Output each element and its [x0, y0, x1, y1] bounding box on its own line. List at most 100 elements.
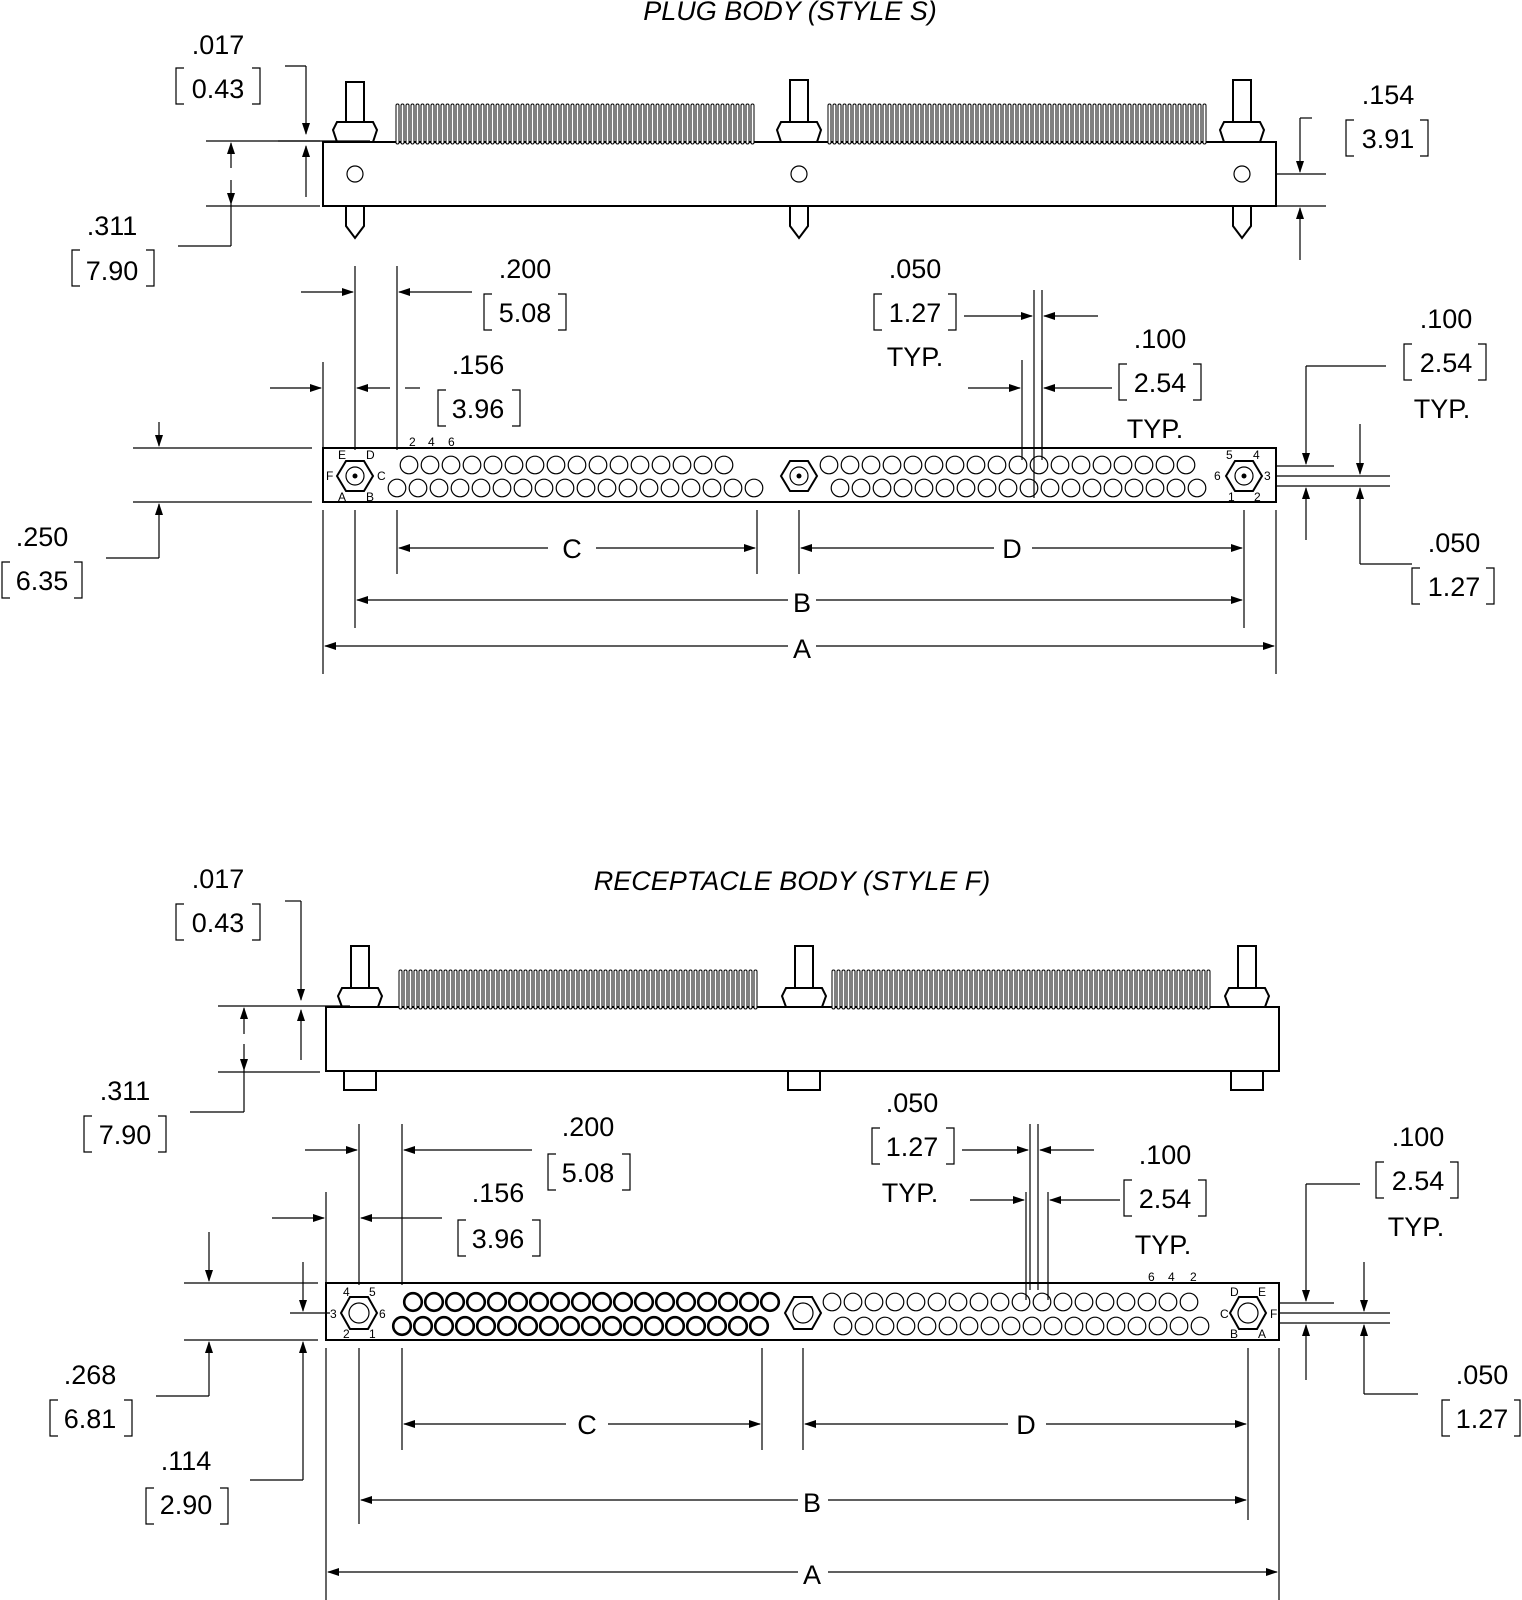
receptacle-dim-200-in: .200 — [562, 1112, 615, 1142]
contact-tooth — [996, 969, 1001, 1010]
receptacle-dim-100r-in: .100 — [1392, 1122, 1445, 1152]
plug-dim-156-in: .156 — [452, 350, 505, 380]
contact-hole — [471, 478, 491, 498]
contact-hole — [854, 1316, 874, 1336]
contact-tooth — [718, 969, 723, 1010]
contact-hole — [685, 1315, 707, 1337]
contact-tooth — [992, 103, 997, 145]
contact-hole — [1137, 1292, 1157, 1312]
contact-tooth — [653, 969, 658, 1010]
contact-tooth — [1182, 103, 1187, 145]
receptacle-dim-100r-mm: 2.54 — [1392, 1166, 1445, 1196]
contact-tooth — [907, 103, 912, 145]
contact-tooth — [926, 969, 931, 1010]
contact-tooth — [972, 103, 977, 145]
contact-tooth — [1086, 969, 1091, 1010]
contact-tooth — [453, 969, 458, 1010]
contact-hole — [1043, 1316, 1063, 1336]
contact-tooth — [837, 103, 842, 145]
contact-tooth — [892, 103, 897, 145]
contact-tooth — [575, 103, 580, 145]
receptacle-jackscrew-left — [336, 945, 384, 1091]
contact-tooth — [931, 969, 936, 1010]
contact-tooth — [1127, 103, 1132, 145]
contact-tooth — [438, 969, 443, 1010]
contact-tooth — [725, 103, 730, 145]
contact-tooth — [1071, 969, 1076, 1010]
contact-tooth — [1172, 103, 1177, 145]
contact-tooth — [723, 969, 728, 1010]
receptacle-dim-100-mm: 2.54 — [1139, 1184, 1192, 1214]
contact-tooth — [1046, 969, 1051, 1010]
contact-hole — [597, 478, 617, 498]
contact-tooth — [886, 969, 891, 1010]
contact-tooth — [1111, 969, 1116, 1010]
contact-hole — [1071, 455, 1091, 475]
contact-tooth — [618, 969, 623, 1010]
contact-hole — [450, 478, 470, 498]
contact-tooth — [1101, 969, 1106, 1010]
receptacle-dim-156: .156 3.96 — [272, 1178, 541, 1285]
contact-tooth — [603, 969, 608, 1010]
contact-tooth — [580, 103, 585, 145]
contact-tooth — [941, 969, 946, 1010]
contact-tooth — [530, 103, 535, 145]
receptacle-dim-268-mm: 6.81 — [64, 1404, 117, 1434]
contact-tooth — [867, 103, 872, 145]
contact-tooth — [1187, 103, 1192, 145]
receptacle-dim-200: .200 5.08 — [305, 1112, 631, 1285]
contact-tooth — [1121, 969, 1126, 1010]
contact-tooth — [901, 969, 906, 1010]
contact-tooth — [663, 969, 668, 1010]
contact-hole — [462, 455, 482, 475]
contact-tooth — [1107, 103, 1112, 145]
contact-tooth — [847, 103, 852, 145]
plug-dim-050-in: .050 — [889, 254, 942, 284]
contact-tooth — [937, 103, 942, 145]
contact-hole — [429, 478, 449, 498]
contact-tooth — [548, 969, 553, 1010]
contact-tooth — [598, 969, 603, 1010]
contact-tooth — [505, 103, 510, 145]
receptacle-contact-comb-left — [398, 969, 758, 1010]
contact-tooth — [1106, 969, 1111, 1010]
contact-tooth — [1126, 969, 1131, 1010]
contact-hole — [475, 1315, 497, 1337]
contact-tooth — [695, 103, 700, 145]
plug-jackscrew-center — [775, 79, 823, 240]
contact-hole — [507, 1291, 529, 1313]
contact-tooth — [1091, 969, 1096, 1010]
contact-tooth — [595, 103, 600, 145]
contact-tooth — [862, 103, 867, 145]
contact-tooth — [425, 103, 430, 145]
contact-hole — [987, 455, 1007, 475]
contact-tooth — [600, 103, 605, 145]
contact-hole — [851, 478, 871, 498]
contact-hole — [702, 478, 722, 498]
receptacle-dim-050-typ: .050 1.27 TYP. — [871, 1088, 1094, 1290]
contact-tooth — [513, 969, 518, 1010]
contact-tooth — [876, 969, 881, 1010]
contact-hole — [1187, 478, 1207, 498]
contact-tooth — [1006, 969, 1011, 1010]
contact-tooth — [852, 103, 857, 145]
contact-tooth — [650, 103, 655, 145]
contact-tooth — [473, 969, 478, 1010]
contact-tooth — [543, 969, 548, 1010]
receptacle-dim-156-mm: 3.96 — [472, 1224, 525, 1254]
contact-hole — [591, 1291, 613, 1313]
contact-hole — [1029, 455, 1049, 475]
plug-dim-156: .156 3.96 — [270, 350, 521, 450]
contact-tooth — [1082, 103, 1087, 145]
plug-dim-b: B — [793, 588, 811, 618]
contact-hole — [387, 478, 407, 498]
contact-tooth — [861, 969, 866, 1010]
contact-hole — [639, 478, 659, 498]
contact-tooth — [573, 969, 578, 1010]
receptacle-dim-268-in: .268 — [64, 1360, 117, 1390]
contact-tooth — [648, 969, 653, 1010]
contact-tooth — [981, 969, 986, 1010]
contact-tooth — [498, 969, 503, 1010]
contact-hole — [885, 1292, 905, 1312]
contact-tooth — [1152, 103, 1157, 145]
